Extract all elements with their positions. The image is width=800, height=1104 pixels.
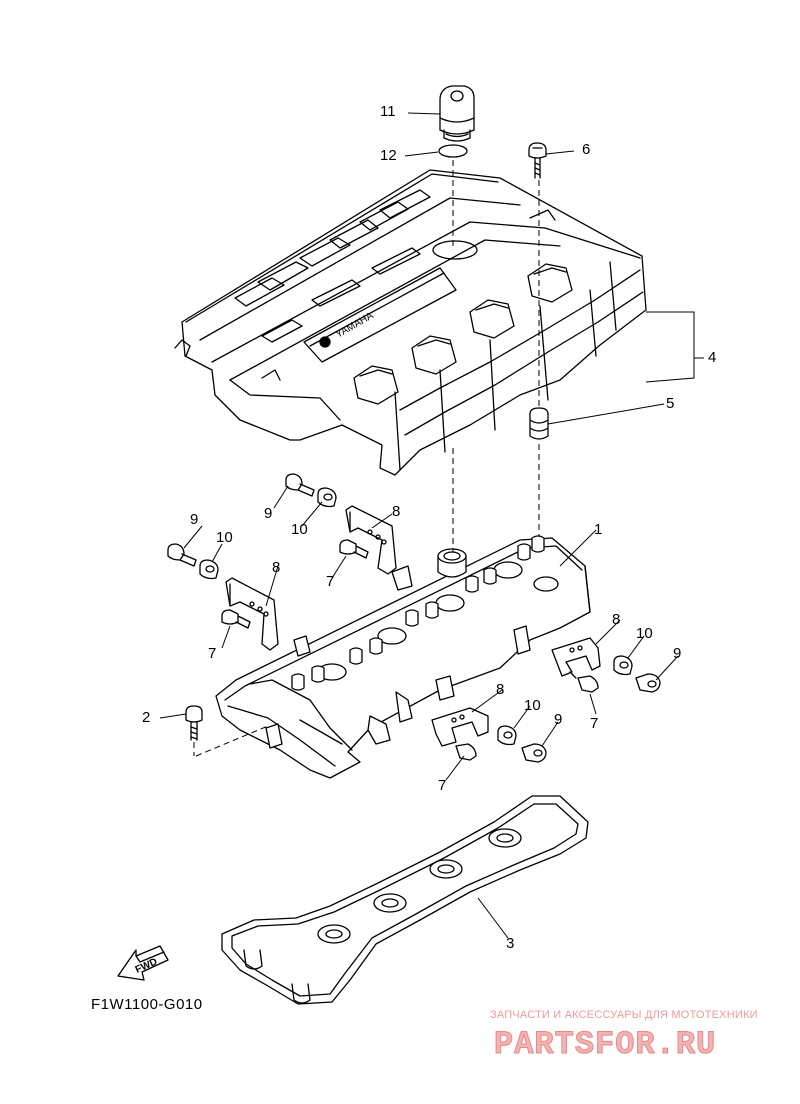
callout-9-right: 9 — [673, 645, 682, 662]
watermark-tagline: ЗАПЧАСТИ И АКСЕССУАРЫ ДЛЯ МОТОТЕХНИКИ — [490, 1009, 758, 1021]
callout-10-right: 10 — [636, 625, 653, 642]
bolt-9-lower — [521, 743, 547, 763]
leader-lines — [159, 112, 704, 939]
callout-12: 12 — [380, 147, 397, 164]
bracket-8-left — [225, 577, 279, 651]
callout-9-left: 9 — [190, 511, 199, 528]
callout-8-left: 8 — [272, 559, 281, 576]
callout-4: 4 — [708, 349, 717, 366]
callout-8-upper: 8 — [392, 503, 401, 520]
bolt-9-right — [635, 673, 661, 693]
grommet-10-right — [613, 655, 633, 676]
grommet-10-left — [199, 559, 219, 580]
callout-7-right: 7 — [590, 715, 599, 732]
drawing-code: F1W1100-G010 — [91, 996, 203, 1013]
callout-6: 6 — [582, 141, 591, 158]
bolt-7-upper — [339, 539, 369, 559]
o-ring-part — [438, 144, 468, 158]
grommet-10-lower — [497, 725, 517, 746]
bolt-7-right — [569, 671, 599, 693]
cover-grommet-part — [529, 407, 549, 440]
callout-8-lower: 8 — [496, 681, 505, 698]
watermark-brand: PARTSFOR.RU — [493, 1026, 717, 1064]
long-bolt-part — [185, 705, 203, 741]
callout-9-lower: 9 — [554, 711, 563, 728]
callout-2: 2 — [142, 709, 151, 726]
bracket-8-right — [551, 637, 601, 677]
callout-11: 11 — [380, 103, 396, 120]
cylinder-head-cover-part — [215, 535, 591, 779]
bolt-7-left — [221, 609, 251, 629]
bracket-8-upper — [345, 505, 397, 575]
fwd-arrow-icon: FWD — [117, 945, 169, 981]
callout-8-right: 8 — [612, 611, 621, 628]
bolt-9-upper-left — [285, 473, 315, 497]
callout-10-left: 10 — [216, 529, 233, 546]
callout-1: 1 — [594, 521, 603, 538]
bolt-7-lower — [455, 743, 477, 761]
oil-filler-cap-part — [439, 85, 475, 142]
callout-5: 5 — [666, 395, 675, 412]
callout-7-upper: 7 — [326, 573, 335, 590]
engine-top-cover-part: YAMAHA — [174, 169, 647, 476]
callout-10-lower: 10 — [524, 697, 541, 714]
grommet-10-upper-left — [317, 487, 337, 508]
callout-3: 3 — [506, 935, 515, 952]
callout-9-upper: 9 — [264, 505, 273, 522]
bracket-8-lower — [431, 707, 489, 747]
cover-screw-part — [528, 142, 547, 179]
bolt-9-left — [167, 543, 197, 567]
alignment-lines — [193, 160, 540, 757]
callout-10-upper: 10 — [291, 521, 308, 538]
head-cover-gasket-part — [221, 795, 589, 1005]
callout-7-left: 7 — [208, 645, 217, 662]
callout-7-lower: 7 — [438, 777, 447, 794]
